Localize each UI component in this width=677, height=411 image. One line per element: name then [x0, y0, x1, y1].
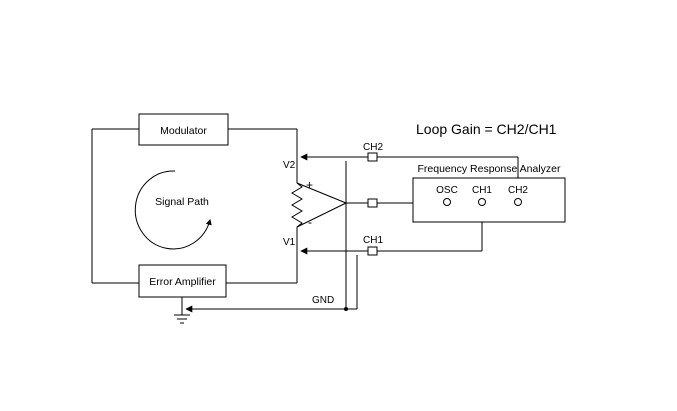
plus-sign: +: [306, 178, 313, 192]
fra-port-ch2: [514, 198, 522, 206]
injection-resistor: [291, 182, 303, 228]
fra-title: Frequency Response Analyzer: [418, 163, 561, 175]
frequency-response-analyzer: Frequency Response Analyzer OSC CH1 CH2: [412, 163, 566, 223]
ch1-probe: [367, 246, 378, 256]
control-loop-wiring: [91, 128, 298, 315]
signal-path-arrow-icon: [134, 170, 212, 250]
v1-label: V1: [283, 237, 296, 248]
minus-sign: -: [308, 215, 312, 229]
gnd-wiring: [185, 161, 358, 313]
signal-path-label: Signal Path: [155, 196, 209, 208]
ch2-probe-label: CH2: [363, 142, 383, 153]
gnd-label: GND: [312, 295, 334, 306]
ch1-probe-label: CH1: [363, 235, 383, 246]
ch2-probe: [367, 152, 378, 162]
v2-label: V2: [283, 160, 296, 171]
modulator-block: Modulator: [138, 113, 229, 146]
fra-port-ch1-label: CH1: [472, 185, 492, 196]
osc-probe: [367, 198, 378, 208]
error-amplifier-label: Error Amplifier: [149, 276, 216, 288]
error-amplifier-block: Error Amplifier: [138, 264, 227, 298]
fra-port-osc-label: OSC: [436, 185, 458, 196]
fra-port-osc: [443, 198, 451, 206]
fra-port-ch1: [478, 198, 486, 206]
fra-port-ch2-label: CH2: [508, 185, 528, 196]
loop-gain-title: Loop Gain = CH2/CH1: [416, 121, 557, 137]
modulator-label: Modulator: [160, 125, 207, 137]
ground-symbol-icon: [174, 314, 190, 324]
